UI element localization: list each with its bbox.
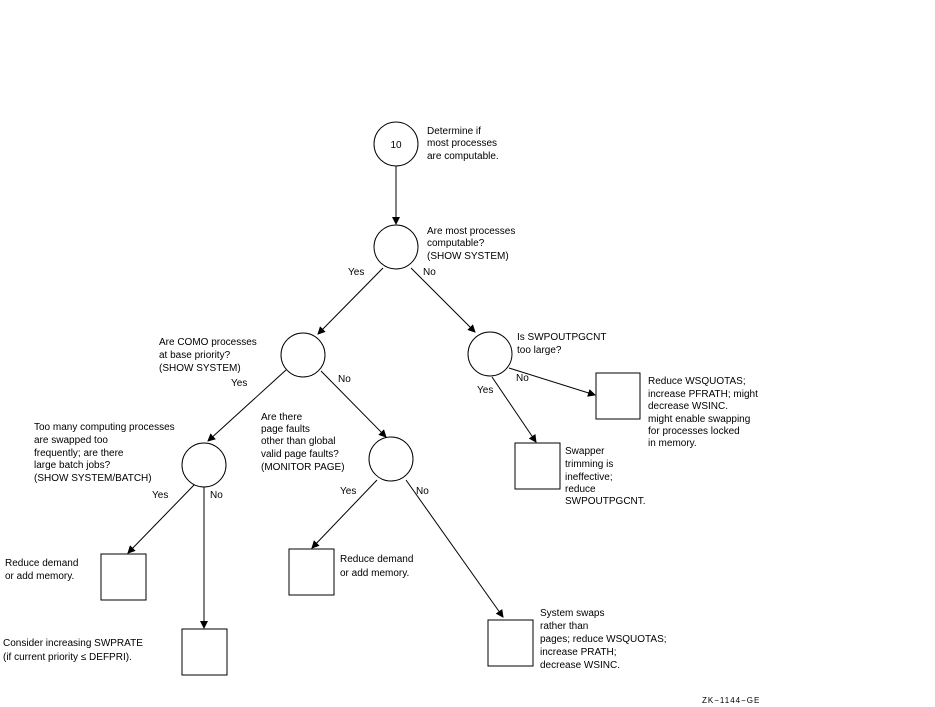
text-start: Determine if most processes are computab…	[427, 126, 500, 162]
label-pagefaults-yes: Yes	[340, 486, 356, 497]
box-swprate	[181, 628, 228, 676]
edge-computable-yes	[317, 267, 384, 335]
text-reduce-wsquotas: Reduce WSQUOTAS; increase PFRATH; might …	[648, 376, 761, 449]
node-q-computable	[373, 224, 419, 270]
node-q-pagefaults	[368, 436, 414, 482]
text-q-swapped: Too many computing processes are swapped…	[34, 422, 177, 484]
node-start-number: 10	[390, 140, 402, 151]
label-computable-yes: Yes	[348, 267, 364, 278]
edge-como-no	[320, 370, 387, 438]
edge-swpout-no	[508, 367, 596, 397]
text-reduce-demand-2: Reduce demand or add memory.	[340, 554, 416, 579]
label-como-no: No	[338, 374, 351, 385]
text-q-como: Are COMO processes at base priority? (SH…	[159, 337, 260, 374]
text-q-pagefaults: Are there page faults other than global …	[261, 412, 345, 473]
text-q-computable: Are most processes computable? (SHOW SYS…	[427, 226, 518, 262]
edge-como-yes	[207, 369, 287, 442]
node-q-swapped	[181, 442, 227, 488]
text-swprate: Consider increasing SWPRATE (if current …	[3, 638, 146, 663]
figure-id: ZK−1144−GE	[702, 696, 760, 705]
box-swapper	[514, 442, 561, 490]
box-reduce-demand-2	[288, 548, 335, 596]
label-pagefaults-no: No	[416, 486, 429, 497]
label-swpout-no: No	[516, 373, 529, 384]
text-swapper: Swapper trimming is ineffective; reduce …	[565, 446, 646, 507]
box-system-swaps	[487, 619, 534, 667]
text-system-swaps: System swaps rather than pages; reduce W…	[540, 608, 669, 671]
node-q-como	[280, 332, 326, 378]
edge-computable-no	[410, 267, 476, 333]
box-reduce-demand-1	[100, 553, 147, 601]
label-computable-no: No	[423, 267, 436, 278]
label-swpout-yes: Yes	[477, 385, 493, 396]
node-start: 10	[373, 121, 419, 167]
edge-swpout-yes	[491, 376, 537, 443]
edge-swapped-yes	[127, 483, 196, 554]
edge-pagefaults-yes	[311, 479, 378, 549]
box-reduce-wsquotas	[595, 372, 641, 420]
text-q-swpout: Is SWPOUTPGCNT too large?	[517, 332, 609, 356]
label-como-yes: Yes	[231, 378, 247, 389]
label-swapped-yes: Yes	[152, 490, 168, 501]
text-reduce-demand-1: Reduce demand or add memory.	[5, 558, 81, 582]
label-swapped-no: No	[210, 490, 223, 501]
node-q-swpout	[467, 331, 513, 377]
edge-pagefaults-no	[405, 479, 504, 618]
